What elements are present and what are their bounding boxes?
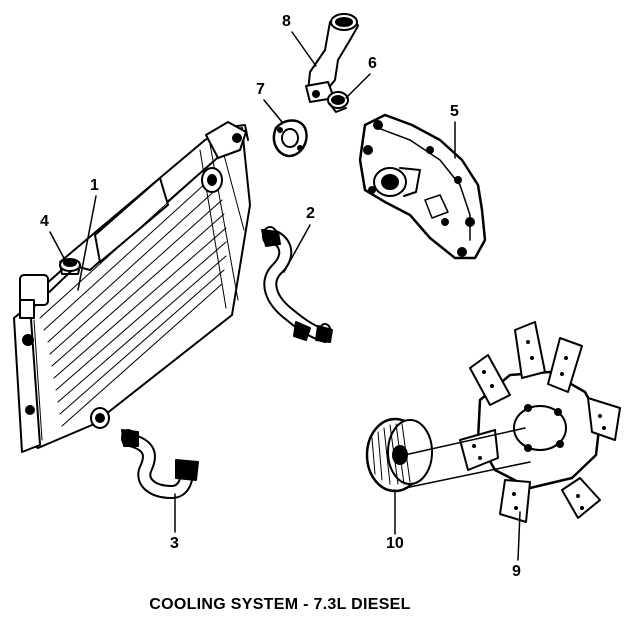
callout-2: 2 xyxy=(306,205,315,222)
radiator-cap-icon xyxy=(59,258,81,275)
fan-blade-icon xyxy=(459,321,621,523)
diagram-caption: COOLING SYSTEM - 7.3L DIESEL xyxy=(149,596,411,613)
callout-3: 3 xyxy=(170,535,179,552)
water-outlet-icon xyxy=(305,13,359,103)
callout-9: 9 xyxy=(512,563,521,580)
callout-7: 7 xyxy=(256,81,265,98)
radiator-icon xyxy=(13,121,251,453)
lower-hose-icon xyxy=(121,429,199,499)
callout-1: 1 xyxy=(90,177,99,194)
leader-lines xyxy=(49,31,531,561)
callout-6: 6 xyxy=(368,55,377,72)
callout-8: 8 xyxy=(282,13,291,30)
thermostat-icon xyxy=(327,91,349,113)
water-pump-icon xyxy=(358,113,487,260)
fan-clutch-icon xyxy=(365,417,433,493)
upper-hose-icon xyxy=(261,226,333,343)
callout-4: 4 xyxy=(40,213,49,230)
gasket-icon xyxy=(272,119,308,158)
callout-5: 5 xyxy=(450,103,459,120)
callout-10: 10 xyxy=(386,535,404,552)
